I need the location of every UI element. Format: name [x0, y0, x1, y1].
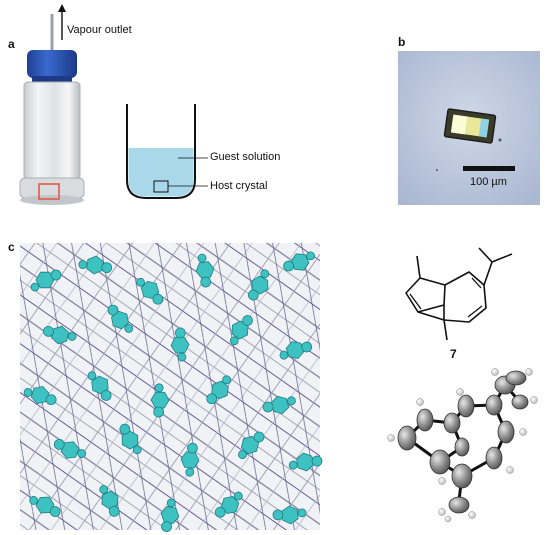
compound-number: 7 [450, 347, 457, 361]
vapour-outlet-label: Vapour outlet [67, 24, 132, 36]
crystal-packing-image [20, 243, 323, 532]
vial-photo [19, 4, 85, 205]
panel-letter-a: a [8, 37, 15, 51]
panel-letter-b: b [398, 35, 406, 49]
thermal-ellipsoid-plot [387, 368, 538, 523]
vial-schematic [126, 104, 208, 199]
panel-letter-c: c [8, 240, 15, 254]
scale-bar-label: 100 µm [470, 176, 507, 188]
highlight-box [38, 183, 60, 200]
guest-solution-label: Guest solution [210, 151, 281, 163]
scale-bar [463, 166, 515, 171]
host-crystal-label: Host crystal [210, 180, 268, 192]
compound-7-structure [405, 247, 513, 341]
host-crystal-marker [153, 180, 169, 193]
crystal-micrograph [398, 51, 540, 205]
